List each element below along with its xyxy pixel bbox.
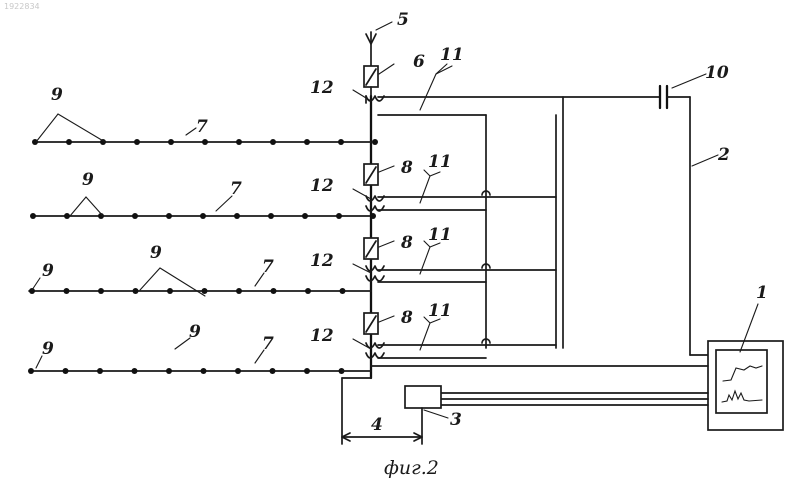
sensor-node-9 [66, 139, 72, 145]
sensor-node-9 [132, 368, 138, 374]
label-7-b: 7 [230, 179, 242, 199]
device3-link [441, 393, 708, 405]
sensor-node-9 [236, 139, 242, 145]
capacitor-10 [660, 86, 690, 108]
label-12-a: 12 [310, 176, 334, 196]
sensor-node-9 [305, 288, 311, 294]
label-8-a: 8 [400, 158, 413, 178]
coil-12-c [366, 266, 384, 281]
element-6 [364, 66, 378, 96]
sensor-node-9 [338, 139, 344, 145]
label-5: 5 [397, 10, 409, 30]
label-9-e: 9 [42, 339, 54, 359]
sensor-node-9 [235, 368, 241, 374]
element-8-b [364, 238, 378, 259]
sensor-node-9 [304, 368, 310, 374]
sensor-node-9 [133, 288, 139, 294]
label-11-c: 11 [428, 301, 452, 321]
sensor-node-9 [28, 368, 34, 374]
label-12-b: 12 [310, 251, 334, 271]
label-11-top: 11 [440, 45, 464, 65]
label-7-d: 7 [262, 334, 274, 354]
element-8-c [364, 313, 378, 334]
label-11-b: 11 [428, 225, 452, 245]
sensor-node-9 [166, 368, 172, 374]
device-3-box [405, 386, 441, 408]
label-2: 2 [717, 145, 730, 165]
sensor-node-9 [271, 288, 277, 294]
sensor-node-9 [200, 213, 206, 219]
label-12-c: 12 [310, 326, 334, 346]
label-11-a: 11 [428, 152, 452, 172]
busbars-11 [378, 97, 660, 358]
device-1-monitor [708, 341, 783, 430]
sensor-node-9 [64, 213, 70, 219]
sensor-node-9 [270, 139, 276, 145]
label-7-a: 7 [196, 117, 208, 137]
label-8-c: 8 [400, 308, 413, 328]
label-7-c: 7 [262, 257, 274, 277]
corner-number: 1922834 [4, 2, 40, 11]
sensor-node-9 [202, 288, 208, 294]
sensor-node-9 [201, 368, 207, 374]
label-9-a: 9 [51, 85, 63, 105]
sensor-node-9 [30, 213, 36, 219]
label-6: 6 [413, 52, 425, 72]
label-9-b: 9 [82, 170, 94, 190]
sensor-node-9 [302, 213, 308, 219]
sensor-node-9 [236, 288, 242, 294]
label-10: 10 [705, 63, 729, 83]
label-9-c: 9 [150, 243, 162, 263]
sensor-node-9 [340, 288, 346, 294]
sensor-node-9 [64, 288, 70, 294]
sensor-node-9 [372, 139, 378, 145]
sensor-node-9 [29, 288, 35, 294]
element-8-a [364, 164, 378, 185]
sensor-node-9 [234, 213, 240, 219]
sensor-node-9 [132, 213, 138, 219]
label-9-d: 9 [42, 261, 54, 281]
sensor-node-9 [97, 368, 103, 374]
label-3: 3 [450, 410, 462, 430]
sensor-node-9 [98, 288, 104, 294]
label-9-f: 9 [189, 322, 201, 342]
sensor-node-9 [304, 139, 310, 145]
label-1: 1 [756, 283, 768, 303]
sensor-node-9 [270, 368, 276, 374]
sensor-node-9 [336, 213, 342, 219]
input-5 [366, 32, 376, 66]
sensor-node-9 [268, 213, 274, 219]
sensor-node-9 [370, 213, 376, 219]
figure-caption: фиг.2 [384, 457, 439, 479]
label-12-top: 12 [310, 78, 334, 98]
sensor-node-9 [63, 368, 69, 374]
label-4: 4 [371, 415, 383, 435]
sensor-node-9 [166, 213, 172, 219]
sensor-node-9 [168, 139, 174, 145]
sensor-node-9 [202, 139, 208, 145]
label-8-b: 8 [400, 233, 413, 253]
sensor-node-9 [167, 288, 173, 294]
sensor-node-9 [134, 139, 140, 145]
